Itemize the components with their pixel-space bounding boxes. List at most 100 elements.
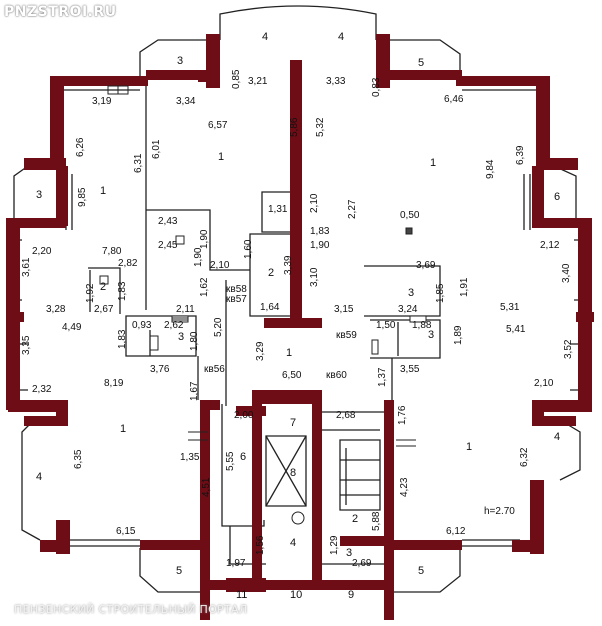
dimension: 1,89 [453, 325, 464, 345]
dimension: 2,32 [32, 384, 52, 395]
room-number: 1 [286, 347, 292, 359]
dimension: 3,15 [334, 304, 354, 315]
room-number: 1 [120, 423, 126, 435]
dimension: 3,34 [176, 96, 196, 107]
dimension: 2,27 [347, 199, 358, 219]
dimension: 2,62 [164, 320, 184, 331]
room-number: 1 [218, 151, 224, 163]
doors [107, 85, 427, 447]
dimension: 1,67 [189, 381, 200, 401]
dimension: 5,86 [289, 117, 300, 137]
flat-number: кв56 [204, 364, 225, 375]
dimension: 6,01 [151, 139, 162, 159]
room-number: 8 [290, 467, 296, 479]
room-number: 3 [36, 189, 42, 201]
dimension: 1,91 [459, 277, 470, 297]
ceiling-height: h=2.70 [484, 506, 515, 517]
dimension: 2,67 [94, 304, 114, 315]
dimension: 9,84 [485, 159, 496, 179]
dimension: 0,83 [371, 77, 382, 97]
dimension: 6,31 [133, 153, 144, 173]
flat-number: кв60 [326, 370, 347, 381]
dimension: 6,12 [446, 526, 466, 537]
dimension: 1,35 [180, 452, 200, 463]
dimension: 3,29 [255, 341, 266, 361]
dimension: 1,90 [199, 229, 210, 249]
dimension: 1,76 [397, 405, 408, 425]
dimension: 2,68 [336, 410, 356, 421]
dimension: 5,41 [506, 324, 526, 335]
dimension: 3,39 [283, 255, 294, 275]
room-number: 1 [100, 185, 106, 197]
dimension: 1,90 [310, 240, 330, 251]
dimension: 4,49 [62, 322, 82, 333]
portal-caption: ПЕНЗЕНСКИЙ СТРОИТЕЛЬНЫЙ ПОРТАЛ [14, 603, 248, 616]
room-number: 1 [430, 157, 436, 169]
room-number: 2 [352, 513, 358, 525]
dimension: 2,43 [158, 216, 178, 227]
room-number: 6 [240, 451, 246, 463]
dimension: 2,45 [158, 240, 178, 251]
flat-number: кв59 [336, 330, 357, 341]
dimension: 1,83 [117, 329, 128, 349]
flat-number: кв58 [226, 284, 247, 295]
dimension: 3,28 [46, 304, 66, 315]
room-number: 3 [428, 329, 434, 341]
dimension: 6,50 [282, 370, 302, 381]
room-number: 4 [36, 471, 42, 483]
flat-number: кв57 [226, 294, 247, 305]
dimension: 7,80 [102, 246, 122, 257]
dimension: 6,35 [73, 449, 84, 469]
dimension: 6,57 [208, 120, 228, 131]
dimension: 1,85 [435, 283, 446, 303]
dimension: 3,61 [21, 257, 32, 277]
room-number: 5 [418, 565, 424, 577]
dimension: 2,10 [309, 193, 320, 213]
dimension: 1,37 [377, 367, 388, 387]
room-number: 5 [176, 565, 182, 577]
dimension: 6,46 [444, 94, 464, 105]
dimension: 2,10 [534, 378, 554, 389]
dimension: 8,19 [104, 378, 124, 389]
room-number: 11 [236, 589, 247, 601]
dimension: 1,92 [85, 283, 96, 303]
dimension: 3,69 [416, 260, 436, 271]
dimension: 3,40 [561, 263, 572, 283]
dimension: 5,20 [213, 317, 224, 337]
room-number: 10 [290, 589, 302, 601]
room-number: 3 [177, 55, 183, 67]
dimension: 0,50 [400, 210, 420, 221]
dimension: 3,21 [248, 76, 268, 87]
watermark: PNZSTROI.RU [4, 4, 117, 20]
room-number: 3 [178, 331, 184, 343]
dimension: 5,32 [315, 117, 326, 137]
dimension: 6,26 [75, 137, 86, 157]
dimension: 2,10 [210, 260, 230, 271]
dimension: 1,90 [193, 247, 204, 267]
dimension: 1,83 [117, 281, 128, 301]
dimension: 1,88 [412, 320, 432, 331]
room-number: 3 [346, 547, 352, 559]
dimension: 3,33 [326, 76, 346, 87]
room-number: 2 [100, 281, 106, 293]
fixtures [99, 227, 413, 525]
room-number: 3 [408, 287, 414, 299]
dimension: 2,00 [234, 410, 254, 421]
dimension: 2,82 [118, 258, 138, 269]
room-number: 2 [268, 267, 274, 279]
dimension: 3,52 [563, 339, 574, 359]
dimension: 5,55 [225, 451, 236, 471]
room-number: 6 [554, 191, 560, 203]
room-number: 4 [290, 537, 296, 549]
dimension: 1,60 [243, 239, 254, 259]
room-number: 7 [290, 417, 296, 429]
dimension: 2,11 [176, 304, 195, 315]
room-number: 4 [554, 431, 560, 443]
dimension: 1,80 [189, 331, 200, 351]
dimension: 5,88 [371, 511, 382, 531]
dimension: 1,97 [226, 558, 246, 569]
dimension: 3,10 [309, 267, 320, 287]
dimension: 1,29 [329, 535, 340, 555]
dimension: 3,55 [400, 364, 420, 375]
room-number: 5 [418, 57, 424, 69]
